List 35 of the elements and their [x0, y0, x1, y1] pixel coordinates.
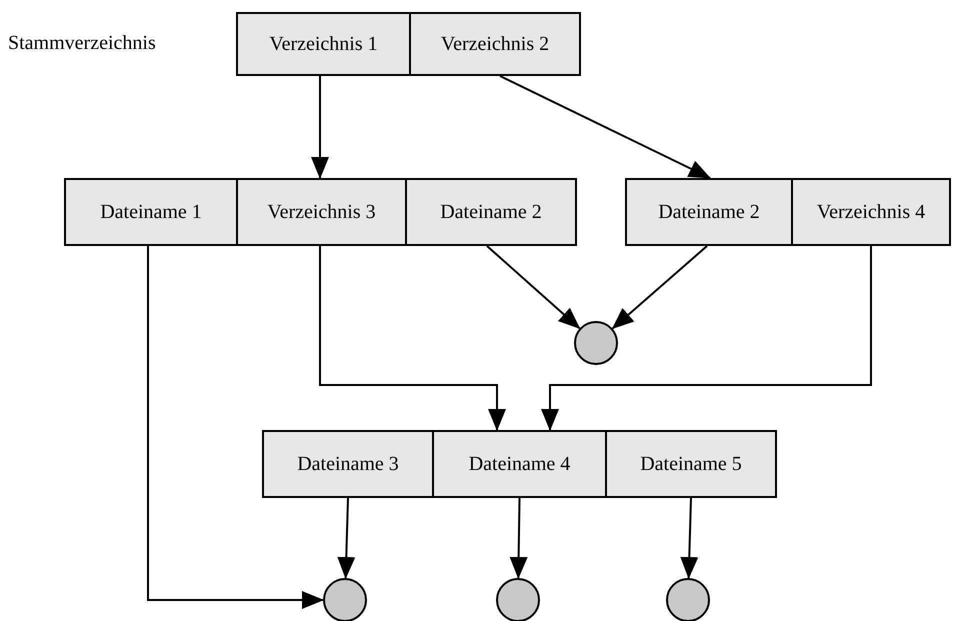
table-cell — [409, 12, 581, 76]
table-cell — [236, 178, 407, 246]
cell-label: Verzeichnis 2 — [440, 32, 550, 56]
arrow — [612, 245, 708, 330]
cell-label: Dateiname 4 — [468, 452, 570, 476]
table-cell — [64, 178, 238, 246]
cell-label: Dateiname 1 — [100, 200, 202, 224]
table-cell — [432, 430, 607, 498]
cell-label: Dateiname 3 — [297, 452, 399, 476]
row-label: Stammverzeichnis — [8, 32, 156, 55]
arrow — [147, 246, 324, 609]
arrow — [680, 498, 698, 579]
table-cell — [791, 178, 951, 246]
cell-label: Dateiname 2 — [658, 200, 760, 224]
circle-node — [323, 578, 367, 621]
cell-label: Dateiname 2 — [440, 200, 542, 224]
arrow — [486, 245, 580, 330]
table-cell — [625, 178, 793, 246]
cell-label: Dateiname 5 — [640, 452, 742, 476]
table-cell — [262, 430, 434, 498]
cell-label: Verzeichnis 3 — [267, 200, 376, 224]
cell-label: Verzeichnis 4 — [816, 200, 926, 224]
table-cell — [605, 430, 777, 498]
circle-node — [574, 321, 618, 365]
circle-node — [496, 578, 540, 621]
circle-node — [666, 578, 710, 621]
arrow — [500, 75, 711, 179]
arrow — [541, 246, 872, 431]
arrow — [311, 76, 329, 179]
cell-label: Verzeichnis 1 — [269, 32, 378, 56]
arrow — [510, 498, 528, 579]
arrow — [319, 246, 506, 431]
table-cell — [405, 178, 577, 246]
arrow — [337, 498, 356, 579]
table-cell — [236, 12, 411, 76]
